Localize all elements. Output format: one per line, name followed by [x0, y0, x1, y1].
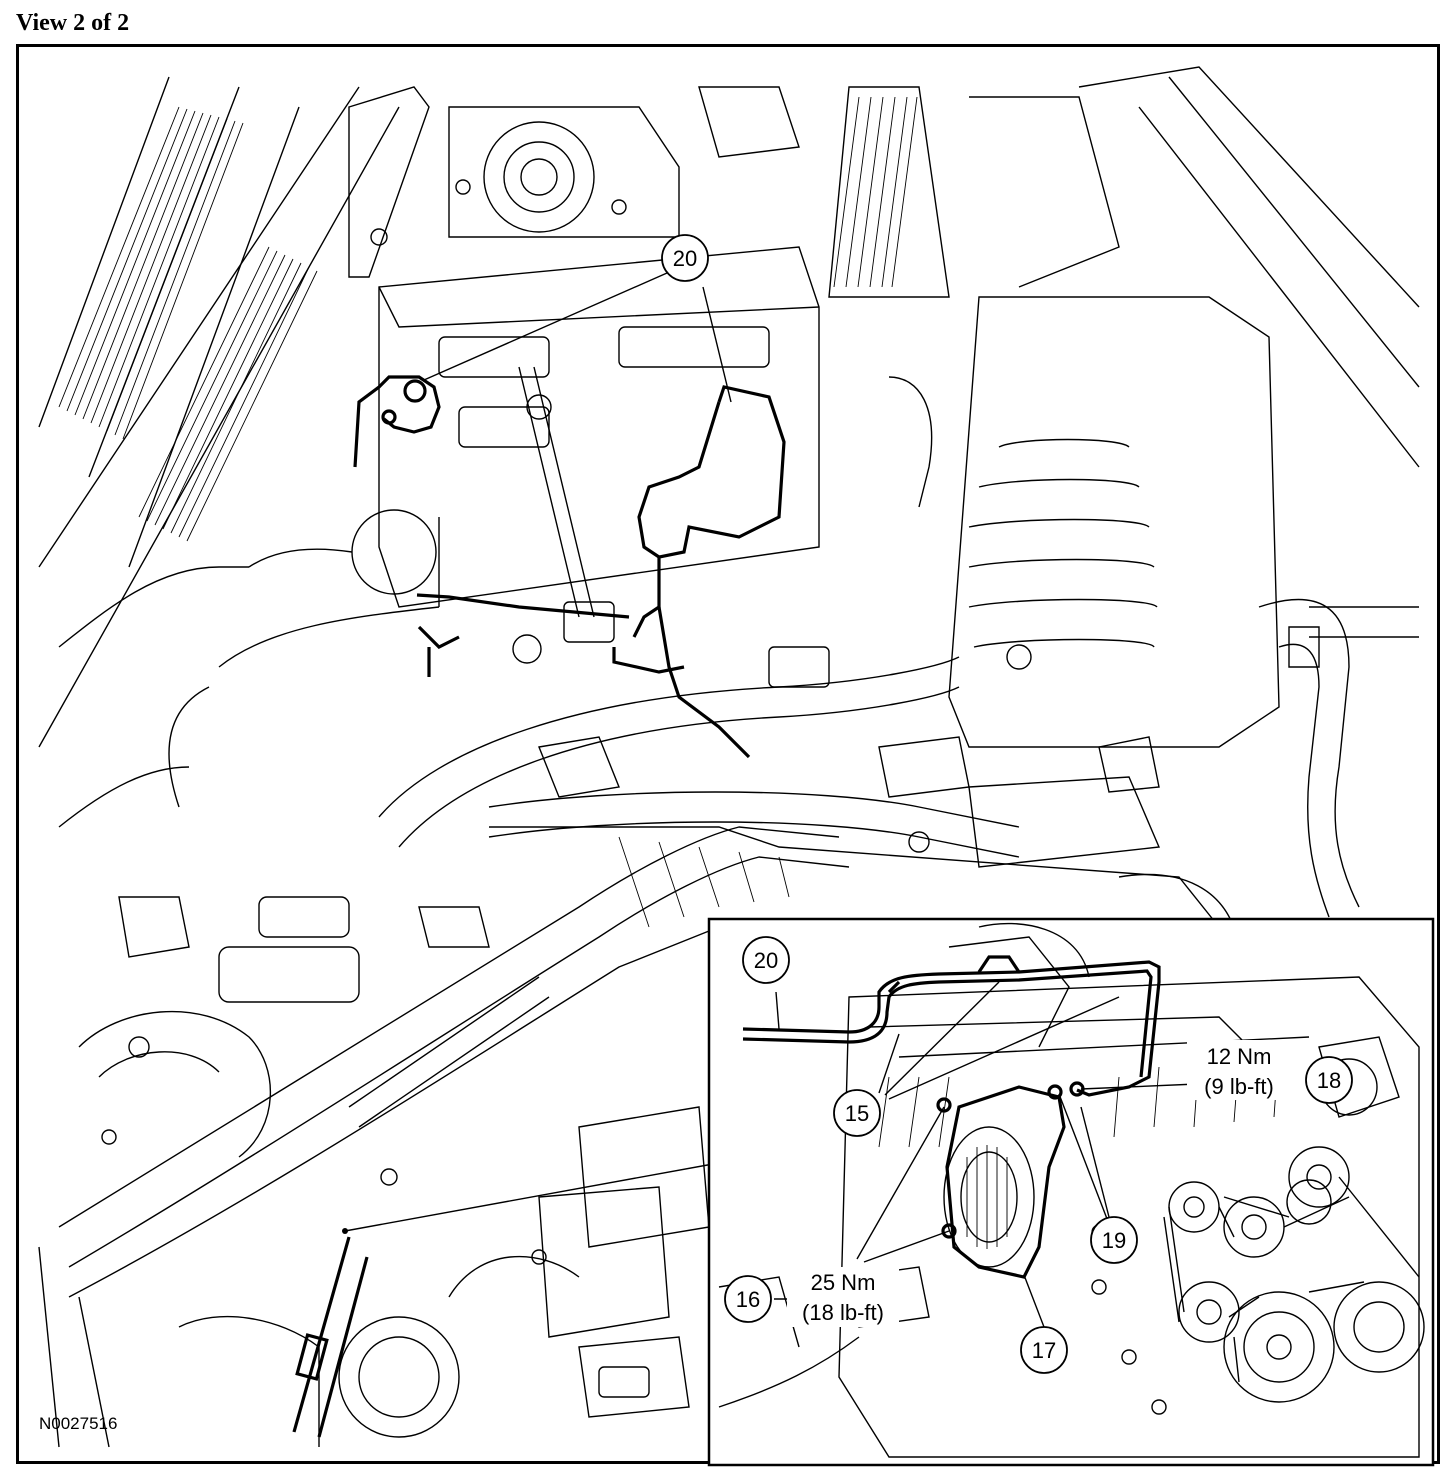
main-leader-lines — [344, 272, 732, 1232]
radiator-grille — [38, 76, 400, 828]
generator — [943, 1085, 1066, 1279]
torque-spec-lower: 25 Nm (18 lb-ft) — [787, 1267, 899, 1327]
strut-tower — [348, 86, 680, 278]
callout-18-label: 18 — [1317, 1068, 1341, 1093]
callout-19-label: 19 — [1102, 1228, 1126, 1253]
battery-cable-harness — [353, 375, 786, 759]
engine-diagram: 20 — [38, 66, 1435, 1467]
inset-harness — [742, 955, 1161, 1240]
view-label: View 2 of 2 — [16, 10, 130, 36]
callout-20-main: 20 — [661, 234, 709, 282]
torque-upper-metric: 12 Nm — [1207, 1044, 1272, 1069]
torque-lower-imperial: (18 lb-ft) — [802, 1300, 884, 1325]
main-view-artwork — [38, 66, 1420, 1448]
torque-upper-imperial: (9 lb-ft) — [1204, 1074, 1274, 1099]
callout-20-inset-label: 20 — [754, 948, 778, 973]
callout-18: 18 — [1305, 1056, 1353, 1104]
callout-20-inset: 20 — [742, 936, 790, 984]
upper-radiator — [698, 66, 1420, 468]
callout-17-label: 17 — [1032, 1338, 1056, 1363]
coolant-reservoir — [168, 509, 440, 808]
callout-19: 19 — [1090, 1216, 1138, 1264]
air-intake — [888, 296, 1280, 748]
callout-15: 15 — [833, 1089, 881, 1137]
accessory-drive-belt — [1163, 1146, 1425, 1403]
callout-16-label: 16 — [736, 1287, 760, 1312]
battery — [378, 246, 820, 618]
engine-diagram-frame: 20 — [16, 44, 1440, 1467]
lower-harness-segment — [292, 1228, 369, 1438]
figure-id: N0027516 — [39, 1414, 117, 1433]
middle-components — [418, 601, 1320, 948]
inset-leader-lines — [774, 981, 1198, 1328]
callout-15-label: 15 — [845, 1101, 869, 1126]
callout-17: 17 — [1020, 1326, 1068, 1374]
callout-16: 16 — [724, 1275, 772, 1323]
lower-left-components — [38, 896, 710, 1448]
detail-inset: 20 15 16 17 18 19 12 Nm (9 lb-ft) — [707, 917, 1435, 1467]
callout-20-main-label: 20 — [673, 246, 697, 271]
front-crossmember — [58, 826, 1220, 1298]
torque-lower-metric: 25 Nm — [811, 1270, 876, 1295]
coolant-hoses — [378, 598, 1419, 918]
torque-spec-upper: 12 Nm (9 lb-ft) — [1187, 1040, 1291, 1100]
